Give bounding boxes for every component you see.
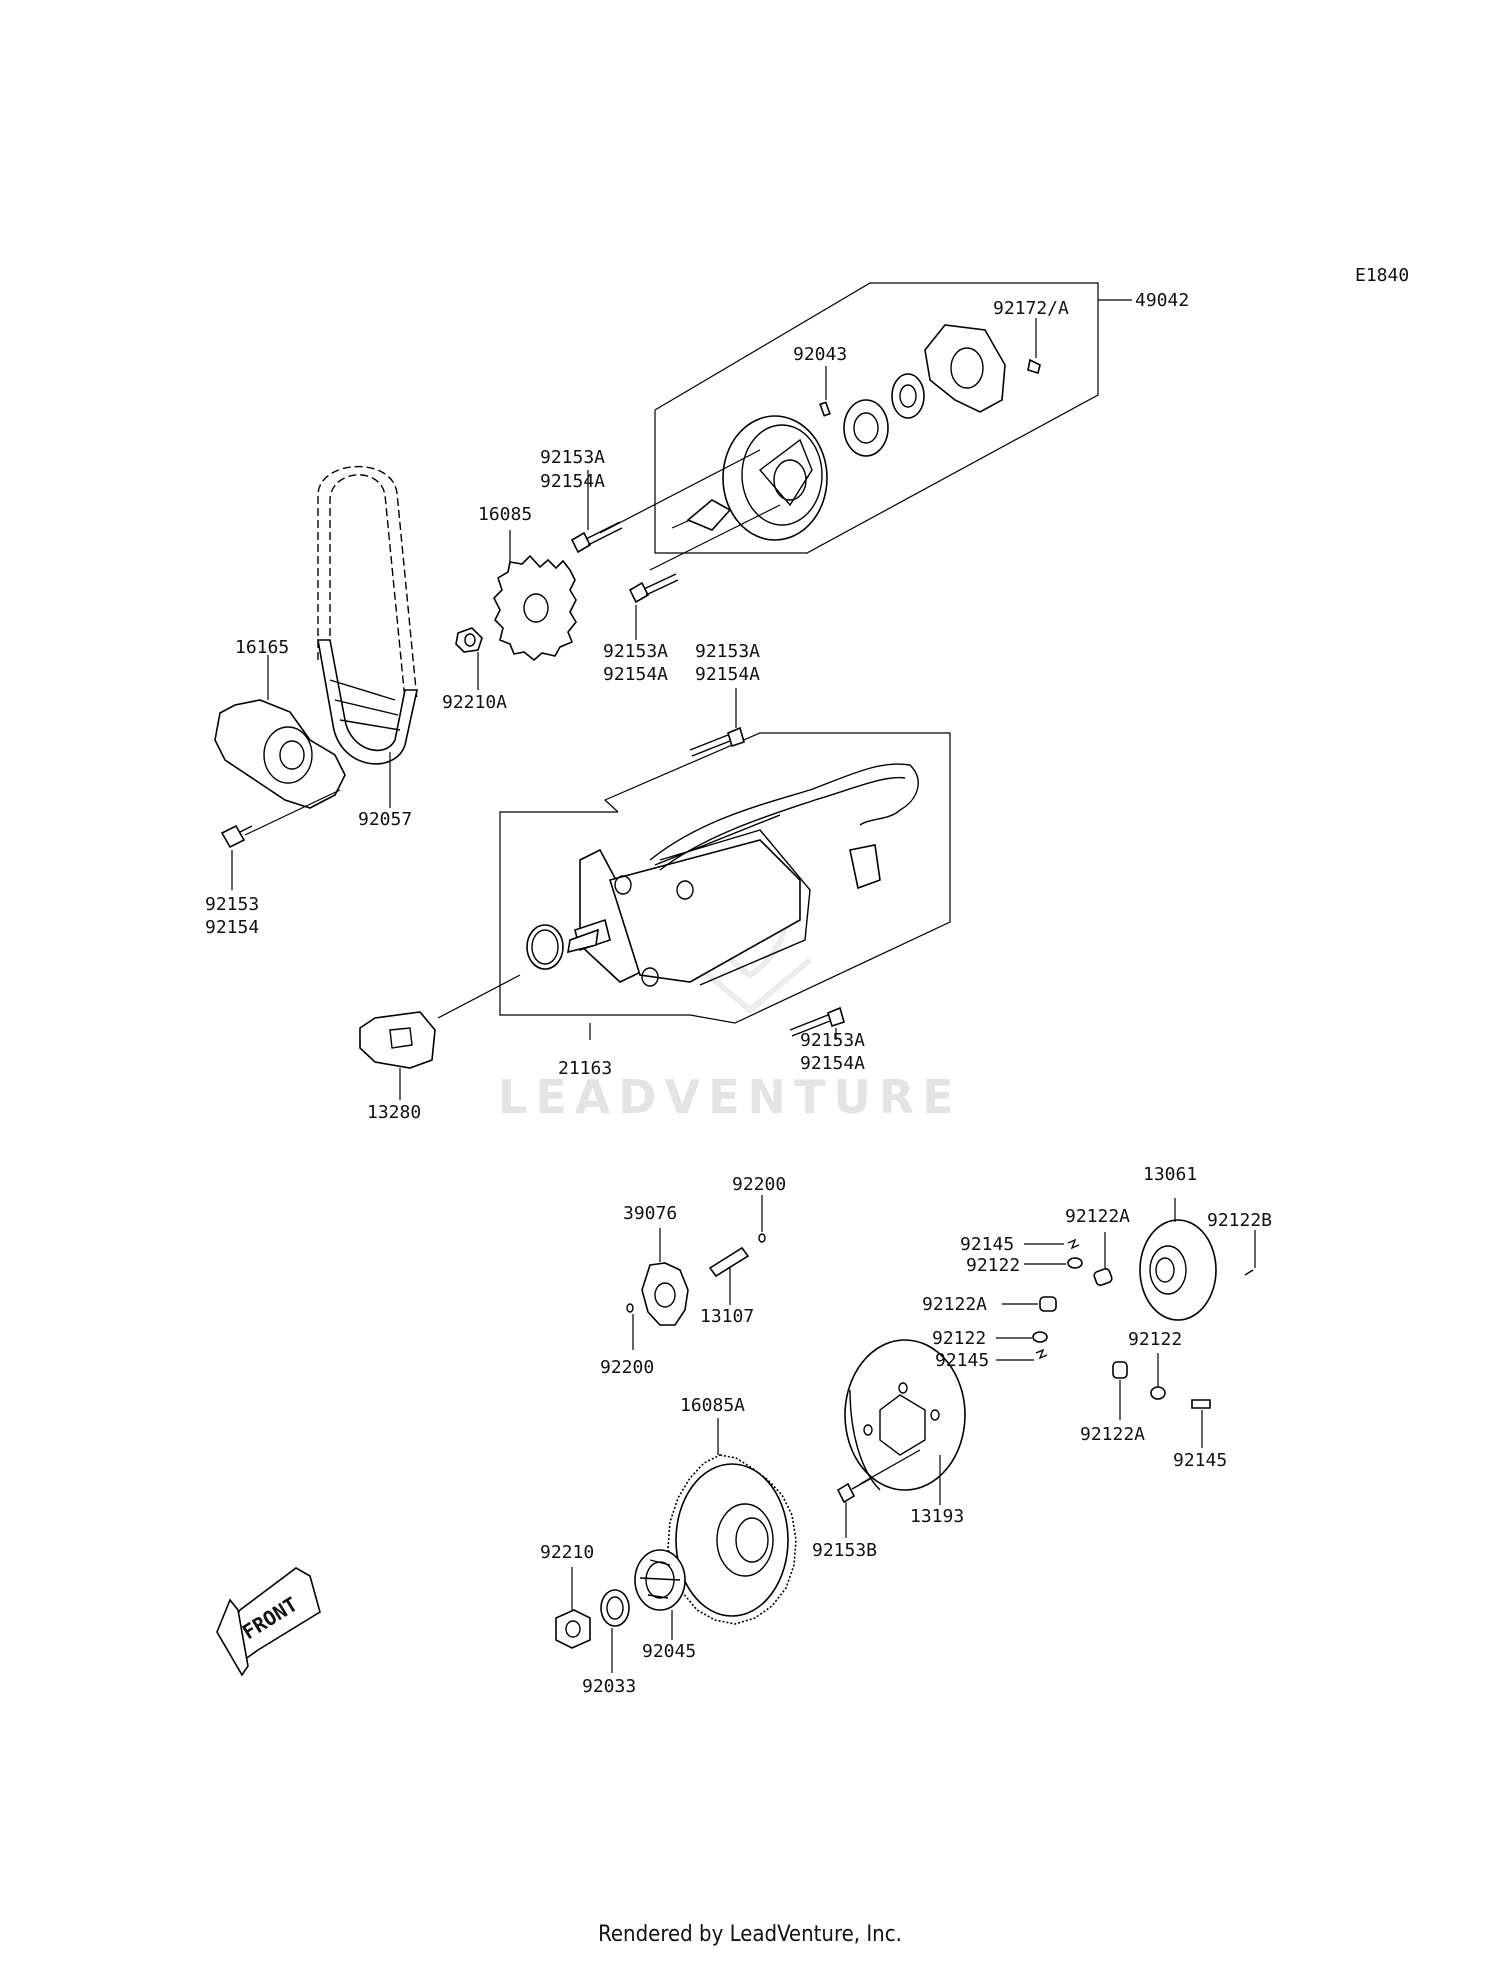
bolt-92153A-starter-top: [689, 726, 745, 757]
starter-clutch-body: [722, 415, 828, 541]
part-label-92122: 92122: [966, 1255, 1020, 1276]
nut-92210: [555, 1609, 591, 1649]
part-label-92153: 92153: [205, 894, 259, 915]
starter-gear-16085A: [667, 1454, 797, 1625]
part-label-92154A: 92154A: [540, 471, 605, 492]
part-label-92122: 92122: [1128, 1329, 1182, 1350]
clutch-retainer: [891, 373, 925, 419]
pin-92043: [819, 401, 831, 417]
part-label-92122A: 92122A: [1080, 1424, 1145, 1445]
bolt-92153B: [836, 1478, 871, 1504]
part-label-13193: 13193: [910, 1506, 964, 1527]
leader-line: [859, 1449, 921, 1485]
shaft-13107: [708, 1246, 750, 1278]
leader-line: [437, 974, 521, 1019]
cover-13280: [359, 1011, 436, 1069]
leader-line: [599, 449, 761, 534]
part-label-92043: 92043: [793, 344, 847, 365]
part-label-92210: 92210: [540, 1542, 594, 1563]
part-label-92210A: 92210A: [442, 692, 507, 713]
part-label-92122: 92122: [932, 1328, 986, 1349]
diagram-code: E1840: [1355, 265, 1409, 286]
part-label-92153A: 92153A: [695, 641, 760, 662]
spring-92145-a: [1067, 1238, 1080, 1250]
part-label-92154: 92154: [205, 917, 259, 938]
part-label-92122B: 92122B: [1207, 1210, 1272, 1231]
chain-guide-16165: [214, 699, 346, 809]
part-label-92154A: 92154A: [695, 664, 760, 685]
plunger-92122-b: [1032, 1331, 1048, 1343]
roller-92122A-c: [1112, 1361, 1128, 1379]
bolt-92153A-lower: [628, 573, 679, 604]
part-label-92122A: 92122A: [922, 1294, 987, 1315]
gear-39076: [641, 1262, 689, 1326]
circlip-92200-upper: [758, 1233, 766, 1243]
starter-motor-21163: [567, 763, 919, 987]
part-label-16085: 16085: [478, 504, 532, 525]
part-label-92057: 92057: [358, 809, 412, 830]
bolt-92153A-upper: [570, 521, 623, 554]
plunger-92122-c: [1150, 1386, 1166, 1400]
part-label-92153B: 92153B: [812, 1540, 877, 1561]
chain-92057: [317, 465, 418, 765]
part-label-13107: 13107: [700, 1306, 754, 1327]
part-label-21163: 21163: [558, 1058, 612, 1079]
part-label-13280: 13280: [367, 1102, 421, 1123]
part-label-92145: 92145: [1173, 1450, 1227, 1471]
part-label-16085A: 16085A: [680, 1395, 745, 1416]
part-label-13061: 13061: [1143, 1164, 1197, 1185]
part-label-92145: 92145: [960, 1234, 1014, 1255]
bearing-92045: [634, 1549, 686, 1611]
pin-92122B: [1244, 1269, 1254, 1276]
circlip-92200-lower: [626, 1303, 634, 1313]
starter-motor-assembly-frame: [499, 732, 951, 1040]
footer-credit: Rendered by LeadVenture, Inc.: [598, 1922, 902, 1947]
part-label-92122A: 92122A: [1065, 1206, 1130, 1227]
leader-line: [649, 504, 781, 571]
part-label-92153A: 92153A: [603, 641, 668, 662]
starter-gear-13061: [1139, 1219, 1217, 1321]
bolt-92153A-starter-bottom: [789, 1006, 845, 1037]
part-label-92045: 92045: [642, 1641, 696, 1662]
roller-92122A-a: [1093, 1268, 1113, 1286]
one-way-clutch-ring: [843, 399, 889, 457]
part-label-92200: 92200: [600, 1357, 654, 1378]
clutch-cover-plate: [924, 324, 1006, 413]
bolt-92153: [220, 824, 253, 849]
part-label-49042: 49042: [1135, 290, 1189, 311]
part-label-92200: 92200: [732, 1174, 786, 1195]
washer-92033: [600, 1589, 630, 1627]
part-label-39076: 39076: [623, 1203, 677, 1224]
part-label-92153A: 92153A: [540, 447, 605, 468]
roller-spring: [671, 499, 732, 531]
starter-clutch-assembly-frame: [654, 282, 1132, 554]
sprocket-16085: [493, 554, 577, 662]
o-ring: [526, 924, 564, 970]
part-label-92154A: 92154A: [800, 1053, 865, 1074]
spring-92145-b: [1035, 1348, 1048, 1360]
part-label-16165: 16165: [235, 637, 289, 658]
front-direction-arrow: FRONT: [216, 1567, 321, 1677]
spring-92145-c: [1191, 1399, 1211, 1409]
part-label-92033: 92033: [582, 1676, 636, 1697]
screw-92172A: [1027, 358, 1041, 375]
part-label-92145: 92145: [935, 1350, 989, 1371]
nut-92210A: [455, 627, 483, 653]
part-label-92154A: 92154A: [603, 664, 668, 685]
part-labels: 49042 92172/A 92043 92153A 92154A 16085 …: [205, 290, 1272, 1697]
watermark-text: LEADVENTURE: [498, 1070, 962, 1124]
part-label-92172A: 92172/A: [993, 298, 1069, 319]
one-way-clutch-13193: [844, 1339, 966, 1491]
plunger-92122-a: [1067, 1257, 1083, 1269]
leader-line: [244, 789, 341, 836]
roller-92122A-b: [1039, 1296, 1057, 1312]
part-label-92153A: 92153A: [800, 1030, 865, 1051]
